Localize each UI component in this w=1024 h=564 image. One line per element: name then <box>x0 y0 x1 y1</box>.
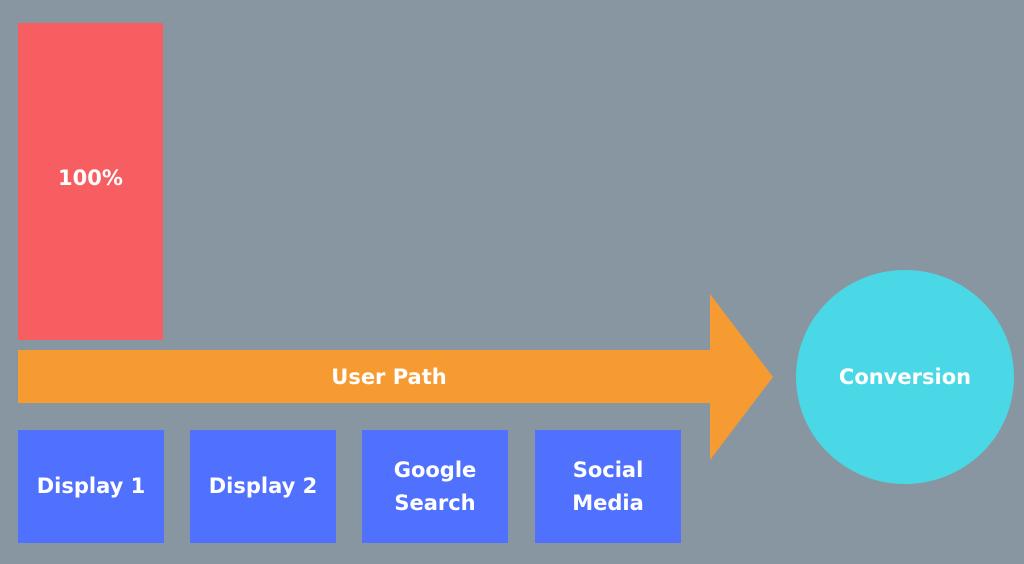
touchpoint-label: Display 2 <box>208 474 318 498</box>
user-path-label: User Path <box>331 365 447 389</box>
touchpoint-display-1: Display 1 <box>18 430 164 543</box>
attribution-bar: 100% <box>18 23 163 340</box>
touchpoint-label: Social Media <box>572 457 644 515</box>
conversion-circle <box>796 270 1014 484</box>
user-path-arrow <box>18 294 773 460</box>
touchpoint-display-2: Display 2 <box>190 430 336 543</box>
touchpoint-label: Google Search <box>393 457 477 515</box>
touchpoint-label: Display 1 <box>36 474 146 498</box>
touchpoint-google-search: Google Search <box>362 430 508 543</box>
attribution-bar-label: 100% <box>58 165 123 190</box>
touchpoint-social-media: Social Media <box>535 430 681 543</box>
conversion-label: Conversion <box>838 365 972 389</box>
